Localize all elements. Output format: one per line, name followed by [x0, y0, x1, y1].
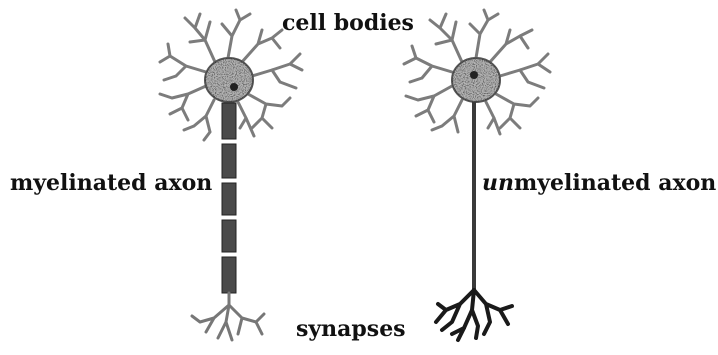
myelin-segment	[222, 183, 236, 215]
left-nucleus	[230, 83, 238, 91]
myelin-segment	[222, 220, 236, 252]
myelin-segment	[222, 257, 236, 293]
unmyelinated-axon-label: unmyelinated axon	[482, 172, 716, 194]
synapses-label: synapses	[296, 318, 406, 340]
myelin-sheath	[222, 103, 236, 293]
unmyelinated-rest: myelinated axon	[514, 170, 716, 196]
cell-bodies-label: cell bodies	[282, 12, 414, 34]
myelin-segment	[222, 103, 236, 139]
left-axon-terminals	[192, 293, 264, 340]
unmyelinated-prefix: un	[482, 170, 514, 196]
right-cell-body-texture	[452, 58, 500, 102]
right-axon-terminals	[436, 290, 512, 340]
right-nucleus	[470, 71, 478, 79]
myelinated-axon-label: myelinated axon	[10, 172, 212, 194]
myelin-segment	[222, 144, 236, 178]
left-cell-body-texture	[205, 58, 253, 102]
